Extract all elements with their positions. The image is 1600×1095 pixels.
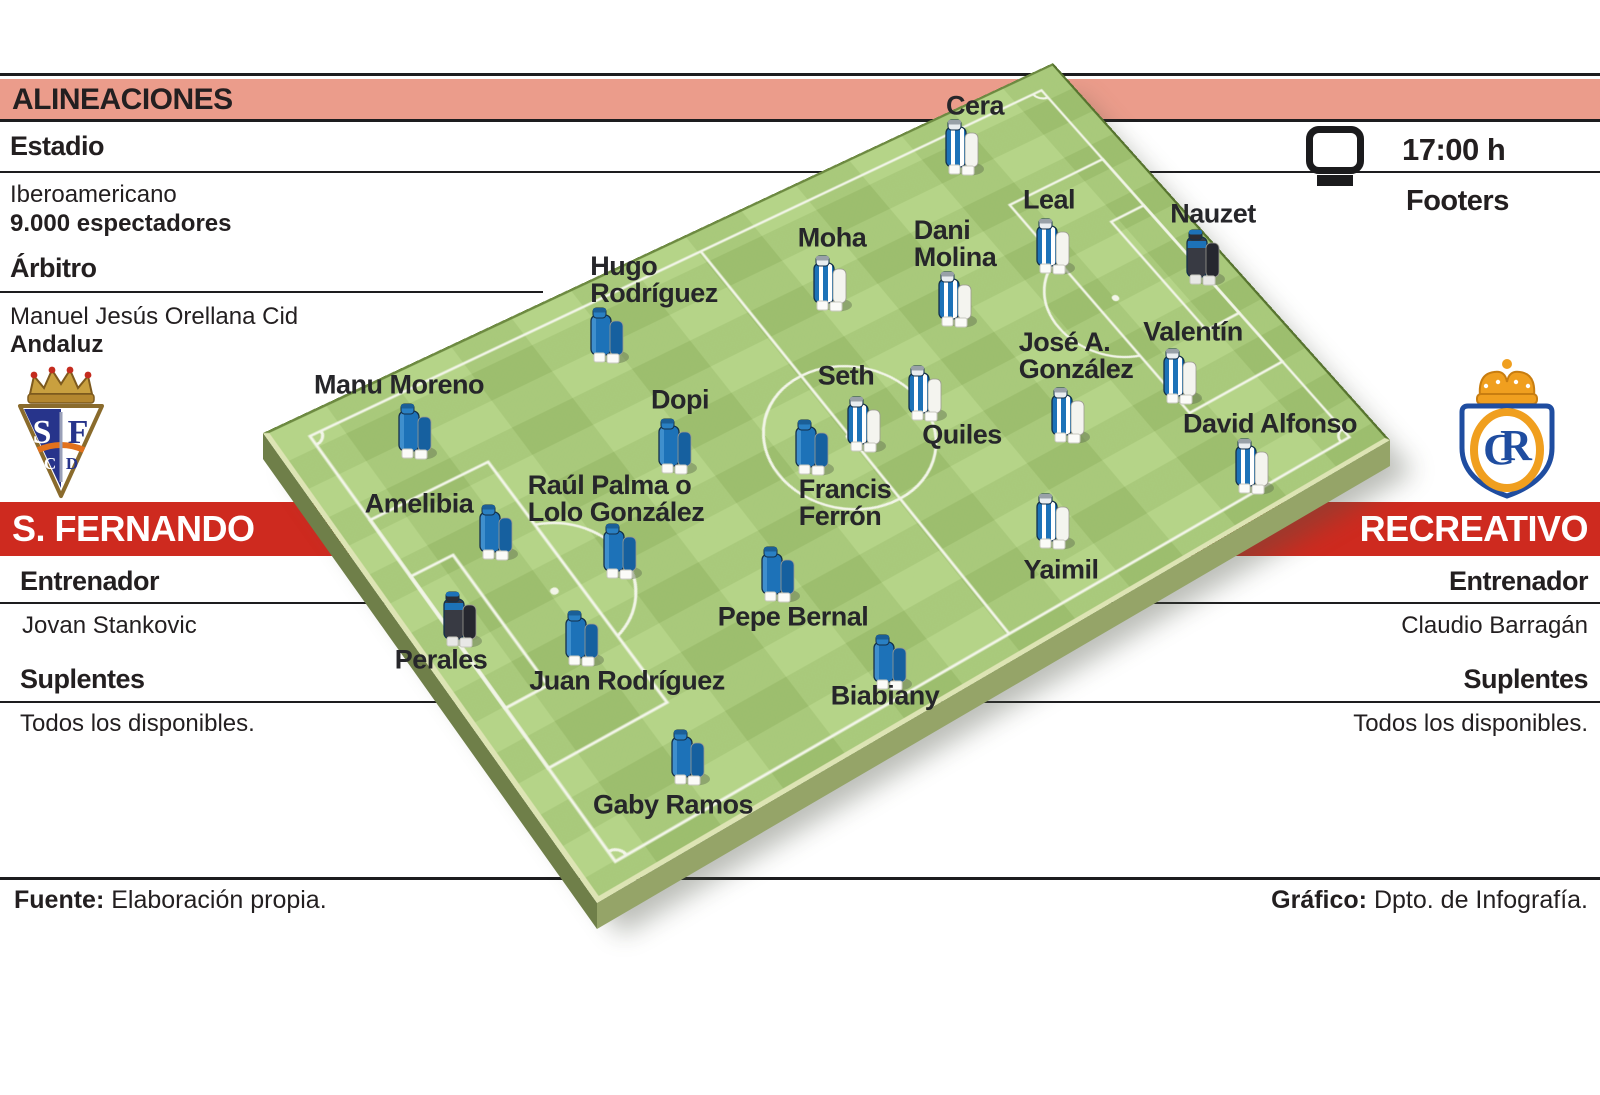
player-figure-sf	[867, 634, 913, 692]
svg-text:C: C	[44, 454, 56, 473]
subs-text-right: Todos los disponibles.	[1353, 710, 1588, 737]
player-label: Valentín	[1143, 316, 1243, 347]
footer-credit-text: Dpto. de Infografía.	[1373, 886, 1588, 914]
recreativo-name: RECREATIVO	[1359, 508, 1589, 549]
player-figure-goalkeeper-rec	[1180, 229, 1226, 287]
footer-credit: Gráfico: Dpto. de Infografía.	[1271, 886, 1588, 915]
pitch-side-left	[263, 433, 597, 929]
tv-icon	[1306, 126, 1364, 186]
subs-label-right: Suplentes	[1463, 664, 1588, 694]
player-label: David Alfonso	[1182, 408, 1358, 439]
recreativo-crest: C R	[1450, 356, 1564, 507]
rule-under-band	[0, 119, 1600, 122]
referee-name: Manuel Jesús Orellana Cid	[10, 303, 299, 330]
player-label: Juan Rodríguez	[529, 665, 725, 696]
crest-pennant: S F C D	[18, 404, 104, 498]
subs-text-left: Todos los disponibles.	[20, 710, 255, 737]
svg-text:R: R	[1500, 421, 1533, 470]
player-figure-sf	[652, 418, 698, 476]
player-figure-sf	[559, 610, 605, 668]
san-fernando-name: S. FERNANDO	[12, 508, 255, 549]
player-figure-sf	[789, 419, 835, 477]
footer-credit-label: Gráfico:	[1271, 886, 1368, 914]
crest-crown	[1476, 359, 1538, 405]
rule-under-referee	[0, 291, 543, 293]
broadcaster: Footers	[1406, 185, 1509, 217]
player-figure-goalkeeper-sf	[437, 591, 483, 649]
player-label: José A. González	[1018, 327, 1134, 384]
player-figure-sf	[392, 403, 438, 461]
crest-shield: C R	[1459, 403, 1555, 499]
player-figure-rec	[1045, 387, 1091, 445]
player-label: Dani Molina	[913, 215, 997, 272]
san-fernando-crest: S F C D	[14, 364, 108, 505]
stadium-name: Iberoamericano	[10, 181, 177, 208]
tv-base	[1317, 175, 1353, 186]
player-label: Leal	[1022, 184, 1076, 215]
referee-region: Andaluz	[10, 331, 104, 358]
player-label: Dopi	[651, 384, 710, 415]
player-label: Cera	[945, 90, 1005, 121]
footer-source: Fuente: Elaboración propia.	[14, 886, 327, 915]
player-label: Moha	[797, 222, 867, 253]
subs-label-left: Suplentes	[20, 664, 145, 694]
tv-screen	[1306, 126, 1364, 174]
player-label: Amelibia	[364, 488, 474, 519]
player-label: Manu Moreno	[314, 369, 485, 400]
player-label: Gaby Ramos	[592, 789, 754, 820]
svg-text:S: S	[33, 414, 52, 451]
player-label: Yaimil	[1023, 554, 1099, 585]
rule-top	[0, 73, 1600, 76]
player-label: Francis Ferrón	[798, 474, 892, 531]
player-figure-rec	[1030, 218, 1076, 276]
player-figure-rec	[841, 396, 887, 454]
player-label: Nauzet	[1170, 198, 1256, 229]
player-figure-rec	[1157, 348, 1203, 406]
player-figure-sf	[584, 307, 630, 365]
kickoff-time: 17:00 h	[1402, 132, 1506, 167]
player-figure-rec	[1229, 438, 1275, 496]
player-label: Pepe Bernal	[717, 601, 869, 632]
title-band	[0, 79, 1600, 119]
player-figure-rec	[807, 255, 853, 313]
footer-source-text: Elaboración propia.	[111, 886, 327, 914]
player-label: Quiles	[922, 419, 1002, 450]
crest-crown	[27, 366, 95, 404]
player-label: Seth	[817, 360, 875, 391]
player-label: Hugo Rodríguez	[590, 251, 718, 308]
coach-label-right: Entrenador	[1448, 566, 1589, 596]
player-figure-sf	[597, 523, 643, 581]
svg-text:D: D	[66, 454, 78, 473]
page-title: ALINEACIONES	[12, 83, 233, 116]
player-figure-rec	[902, 365, 948, 423]
svg-text:F: F	[68, 414, 89, 451]
footer-source-label: Fuente:	[14, 886, 105, 914]
player-figure-rec	[1030, 493, 1076, 551]
rule-under-stadium	[0, 171, 1600, 173]
rule-footer	[0, 877, 1600, 880]
player-figure-rec	[939, 119, 985, 177]
player-figure-sf	[755, 546, 801, 604]
player-label: Raúl Palma o Lolo González	[527, 470, 705, 527]
coach-name-right: Claudio Barragán	[1401, 612, 1588, 639]
coach-label-left: Entrenador	[20, 566, 160, 596]
player-label: Perales	[394, 644, 488, 675]
coach-name-left: Jovan Stankovic	[22, 612, 197, 639]
stadium-attendance: 9.000 espectadores	[10, 210, 232, 237]
player-figure-sf	[665, 729, 711, 787]
pitch-side-right	[597, 440, 1390, 929]
referee-label: Árbitro	[10, 253, 97, 283]
player-label: Biabiany	[830, 680, 940, 711]
stadium-label: Estadio	[10, 131, 105, 161]
player-figure-rec	[932, 271, 978, 329]
player-figure-sf	[473, 504, 519, 562]
svg-text:C: C	[1483, 425, 1515, 474]
